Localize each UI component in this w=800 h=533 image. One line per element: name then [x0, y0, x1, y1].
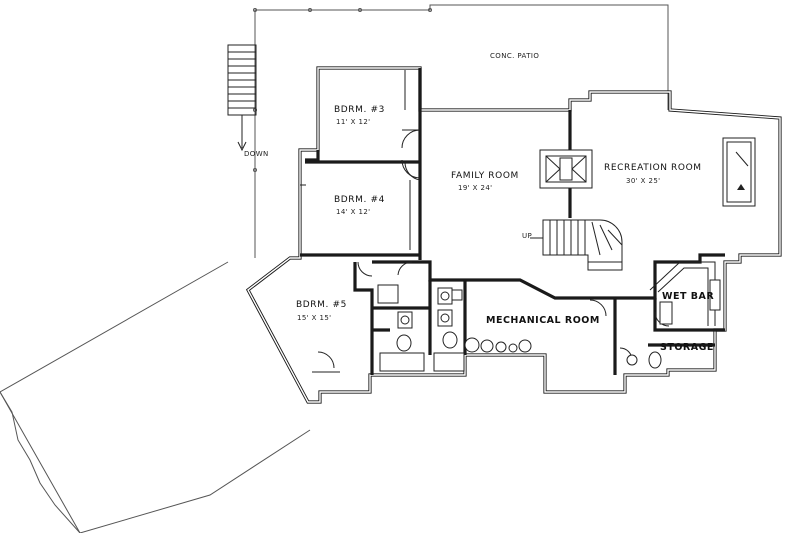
storage-name: STORAGE	[660, 342, 714, 353]
exterior-stair: DOWN	[227, 44, 269, 158]
bedroom5-size: 15' X 15'	[297, 314, 332, 322]
recreation-room-name: RECREATION ROOM	[604, 163, 702, 173]
bedroom4-name: BDRM. #4	[334, 195, 385, 205]
family-room-name: FAMILY ROOM	[451, 171, 519, 181]
wet-bar-counter	[649, 261, 721, 326]
mechanical-room-name: MECHANICAL ROOM	[486, 315, 600, 326]
upper-deck	[253, 4, 669, 258]
bath-fixtures	[377, 284, 662, 372]
bedroom3-name: BDRM. #3	[334, 105, 385, 115]
stair-up-label: UP	[522, 232, 532, 240]
patio-label: CONC. PATIO	[490, 52, 539, 60]
bedroom4-size: 14' X 12'	[336, 208, 371, 216]
bedroom3-size: 11' X 12'	[336, 118, 371, 126]
recreation-room-size: 30' X 25'	[626, 177, 661, 185]
fireplace	[539, 149, 593, 189]
closets	[300, 70, 411, 373]
interior-walls	[300, 68, 725, 375]
wet-bar-name: WET BAR	[662, 291, 714, 302]
stair-down-label: DOWN	[244, 150, 269, 158]
mechanical-equipment	[464, 337, 532, 353]
garage-outline	[0, 261, 311, 533]
door-swings	[317, 129, 670, 369]
exterior-walls	[245, 66, 782, 404]
pool-table	[722, 137, 756, 207]
bedroom5-name: BDRM. #5	[296, 300, 347, 310]
family-room-size: 19' X 24'	[458, 184, 493, 192]
interior-stair: UP	[522, 219, 623, 271]
